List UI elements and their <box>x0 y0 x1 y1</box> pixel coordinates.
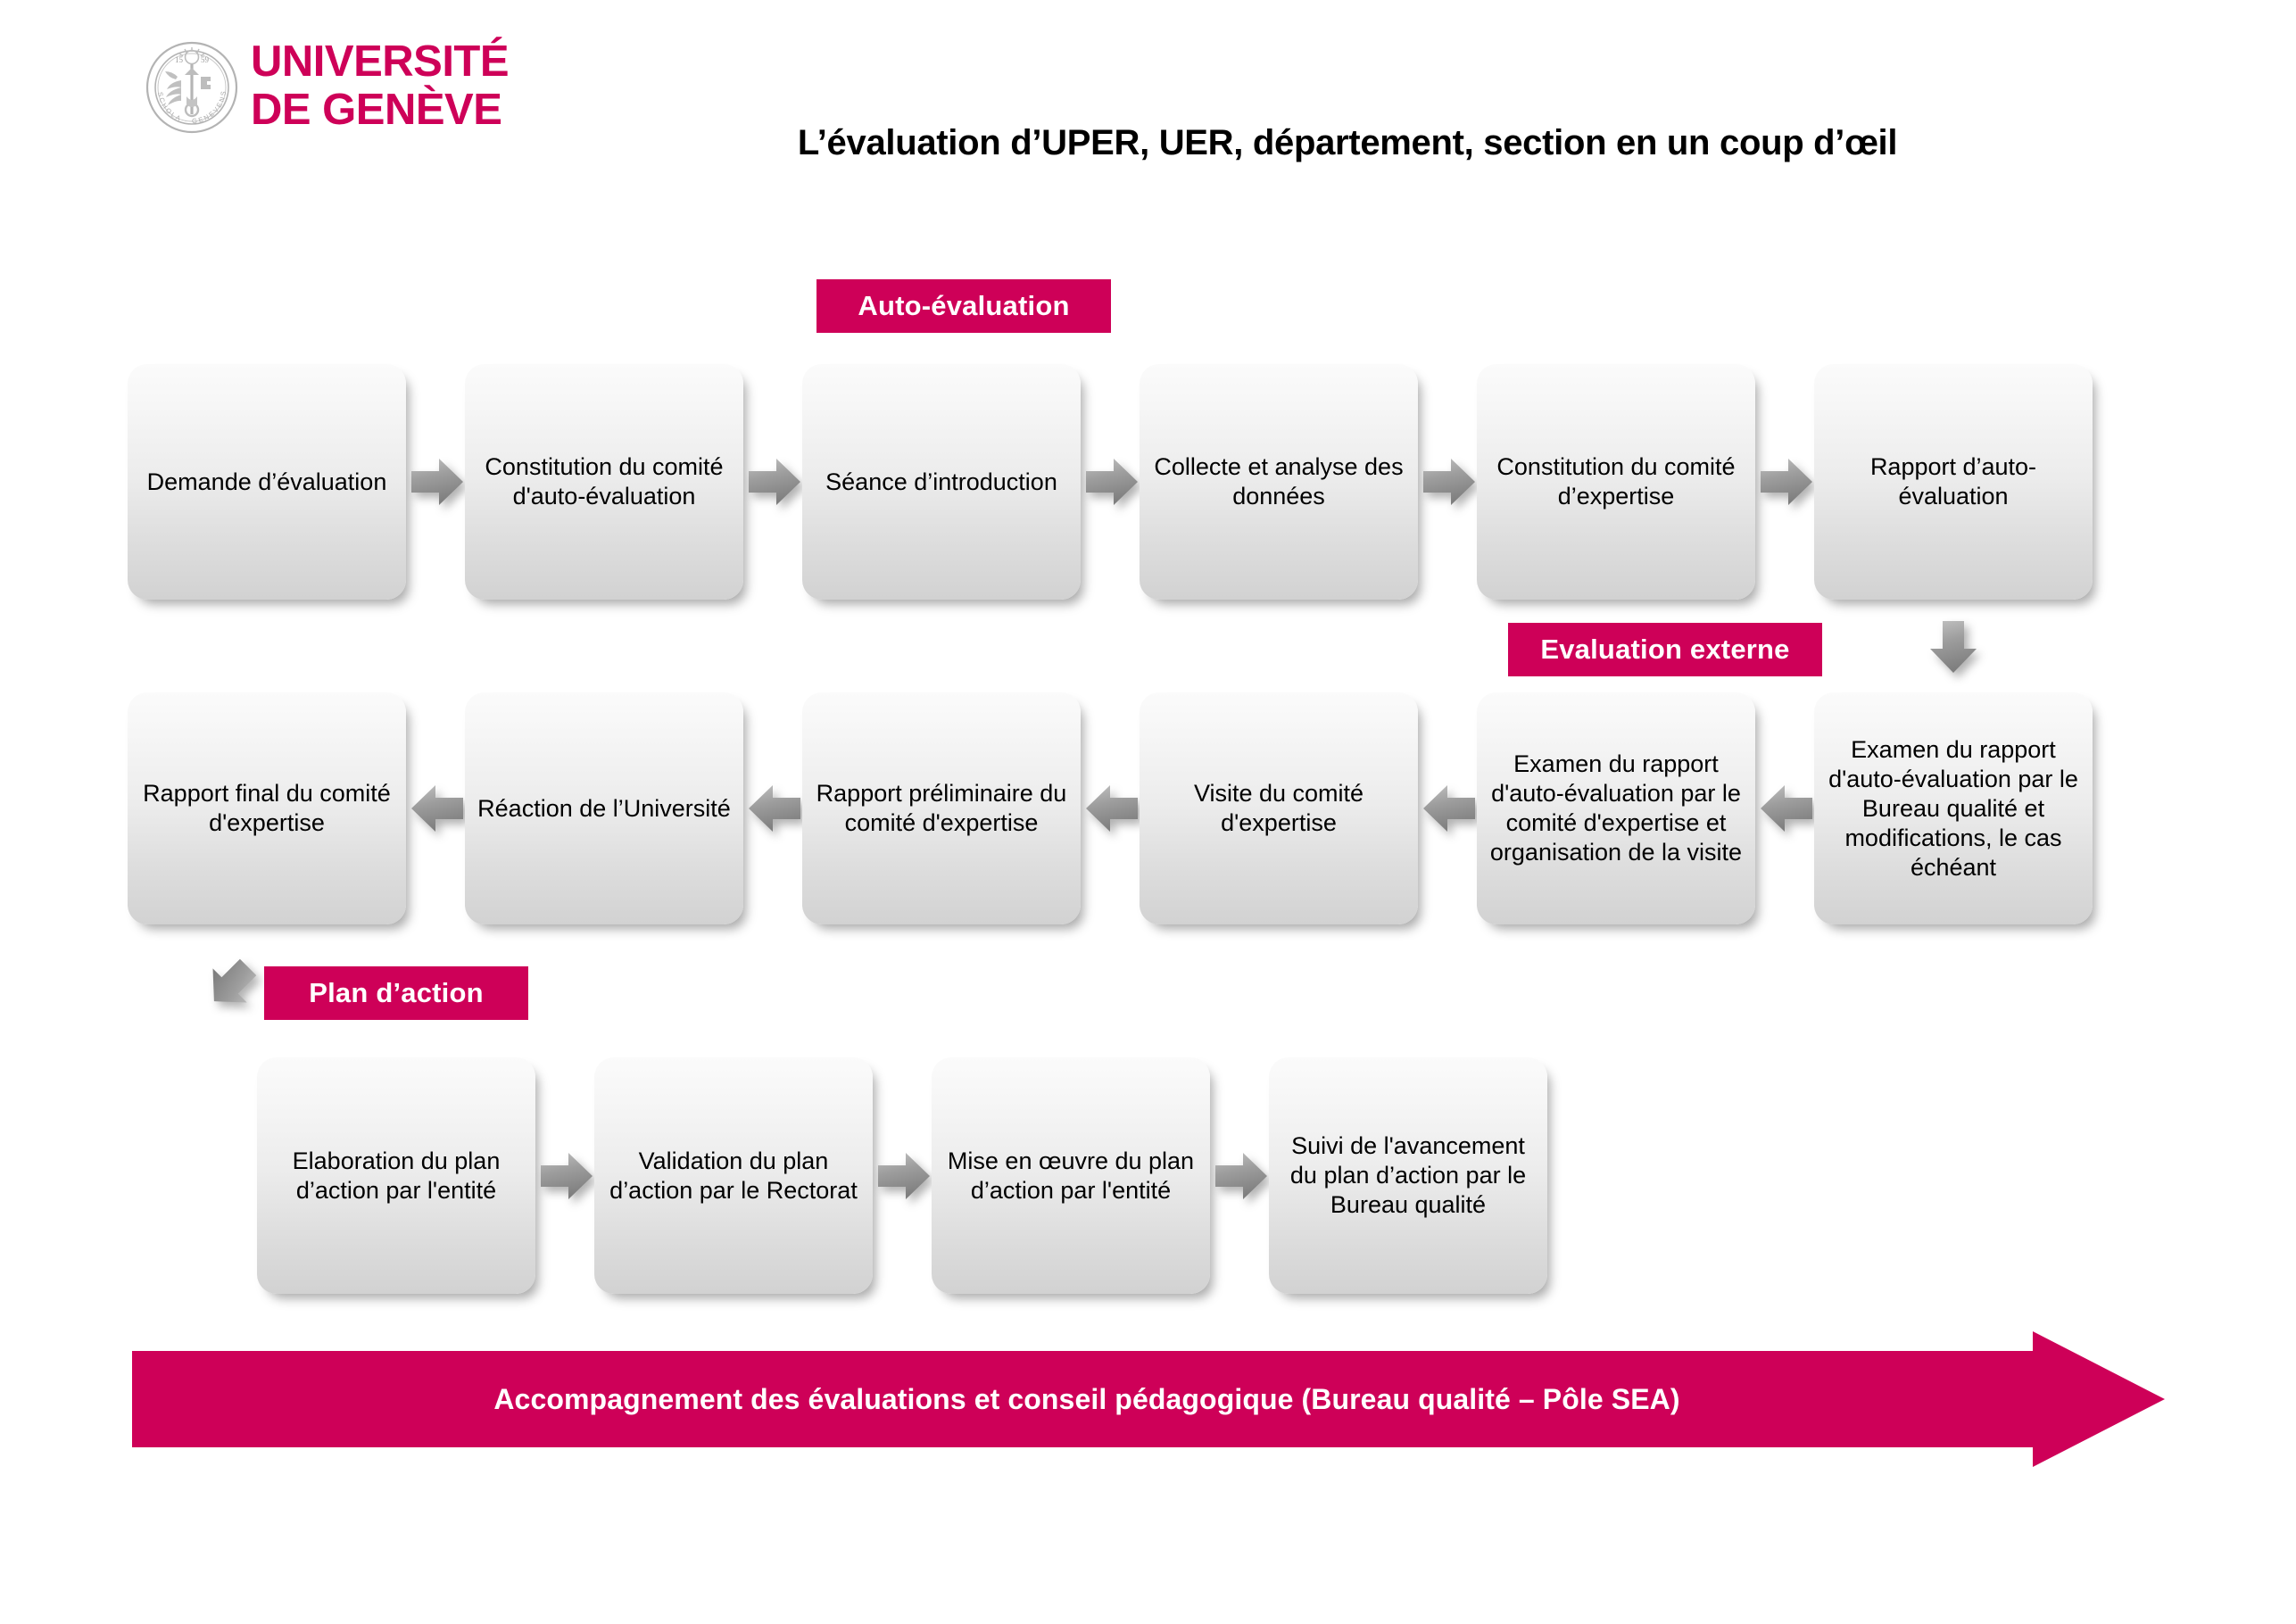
process-step-label: Réaction de l’Université <box>477 794 731 822</box>
flow-arrow-right-icon <box>539 1151 594 1201</box>
flow-arrow-left-icon <box>1422 783 1477 833</box>
flow-arrow-down-left-icon <box>203 957 259 1012</box>
process-step-box[interactable]: Séance d’introduction <box>802 364 1081 600</box>
process-step-box[interactable]: Examen du rapport d'auto-évaluation par … <box>1477 692 1755 924</box>
section-label-plan-action: Plan d’action <box>264 966 528 1020</box>
process-step-box[interactable]: Rapport final du comité d'expertise <box>128 692 406 924</box>
logo-wordmark: UNIVERSITÉ DE GENÈVE <box>251 37 518 134</box>
process-step-box[interactable]: Rapport préliminaire du comité d'experti… <box>802 692 1081 924</box>
process-step-box[interactable]: Examen du rapport d'auto-évaluation par … <box>1814 692 2093 924</box>
flow-arrow-right-icon <box>1422 457 1477 507</box>
logo-line-1: UNIVERSITÉ <box>251 37 510 86</box>
process-step-label: Rapport préliminaire du comité d'experti… <box>816 780 1067 836</box>
process-step-label: Suivi de l'avancement du plan d’action p… <box>1289 1132 1527 1218</box>
process-step-label: Examen du rapport d'auto-évaluation par … <box>1489 750 1743 866</box>
section-label-evaluation-externe: Evaluation externe <box>1508 623 1822 676</box>
process-step-box[interactable]: Collecte et analyse des données <box>1140 364 1418 600</box>
flow-arrow-left-icon <box>410 783 465 833</box>
flow-arrow-left-icon <box>1084 783 1140 833</box>
flow-arrow-right-icon <box>1084 457 1140 507</box>
flow-arrow-right-icon <box>876 1151 932 1201</box>
flow-arrow-left-icon <box>747 783 802 833</box>
university-seal-icon: 15 59 SCHOLA · GENEVENSIS <box>145 41 238 134</box>
process-step-box[interactable]: Constitution du comité d’expertise <box>1477 364 1755 600</box>
process-step-label: Elaboration du plan d’action par l'entit… <box>292 1147 501 1204</box>
process-step-label: Constitution du comité d’expertise <box>1496 453 1736 510</box>
process-step-label: Validation du plan d’action par le Recto… <box>609 1147 858 1204</box>
svg-text:15: 15 <box>175 55 184 64</box>
flow-arrow-right-icon <box>410 457 465 507</box>
process-step-box[interactable]: Réaction de l’Université <box>465 692 743 924</box>
process-step-box[interactable]: Suivi de l'avancement du plan d’action p… <box>1269 1057 1547 1294</box>
page-title: L’évaluation d’UPER, UER, département, s… <box>797 123 1898 162</box>
process-step-box[interactable]: Visite du comité d'expertise <box>1140 692 1418 924</box>
process-step-label: Demande d’évaluation <box>146 468 387 495</box>
process-step-label: Rapport final du comité d'expertise <box>143 780 391 836</box>
process-step-label: Mise en œuvre du plan d’action par l'ent… <box>947 1147 1195 1204</box>
process-step-label: Rapport d’auto-évaluation <box>1869 453 2037 510</box>
process-step-box[interactable]: Elaboration du plan d’action par l'entit… <box>257 1057 535 1294</box>
process-step-label: Séance d’introduction <box>825 468 1057 495</box>
flow-arrow-right-icon <box>1214 1151 1269 1201</box>
process-step-label: Constitution du comité d'auto-évaluation <box>485 453 724 510</box>
logo-line-2: DE GENÈVE <box>251 86 502 134</box>
flow-arrow-right-icon <box>1759 457 1814 507</box>
flow-arrow-left-icon <box>1759 783 1814 833</box>
process-step-box[interactable]: Rapport d’auto-évaluation <box>1814 364 2093 600</box>
process-step-box[interactable]: Validation du plan d’action par le Recto… <box>594 1057 873 1294</box>
flow-arrow-down-icon <box>1928 619 1978 675</box>
process-step-label: Collecte et analyse des données <box>1154 453 1404 510</box>
process-step-label: Examen du rapport d'auto-évaluation par … <box>1828 735 2078 881</box>
process-step-box[interactable]: Mise en œuvre du plan d’action par l'ent… <box>932 1057 1210 1294</box>
process-step-box[interactable]: Demande d’évaluation <box>128 364 406 600</box>
support-banner-arrow <box>132 1331 2165 1467</box>
svg-text:59: 59 <box>201 55 210 64</box>
process-step-box[interactable]: Constitution du comité d'auto-évaluation <box>465 364 743 600</box>
university-logo: 15 59 SCHOLA · GENEVENSIS UNIVERSITÉ DE … <box>145 37 510 143</box>
process-step-label: Visite du comité d'expertise <box>1193 780 1364 836</box>
flow-arrow-right-icon <box>747 457 802 507</box>
section-label-auto-evaluation: Auto-évaluation <box>816 279 1111 333</box>
